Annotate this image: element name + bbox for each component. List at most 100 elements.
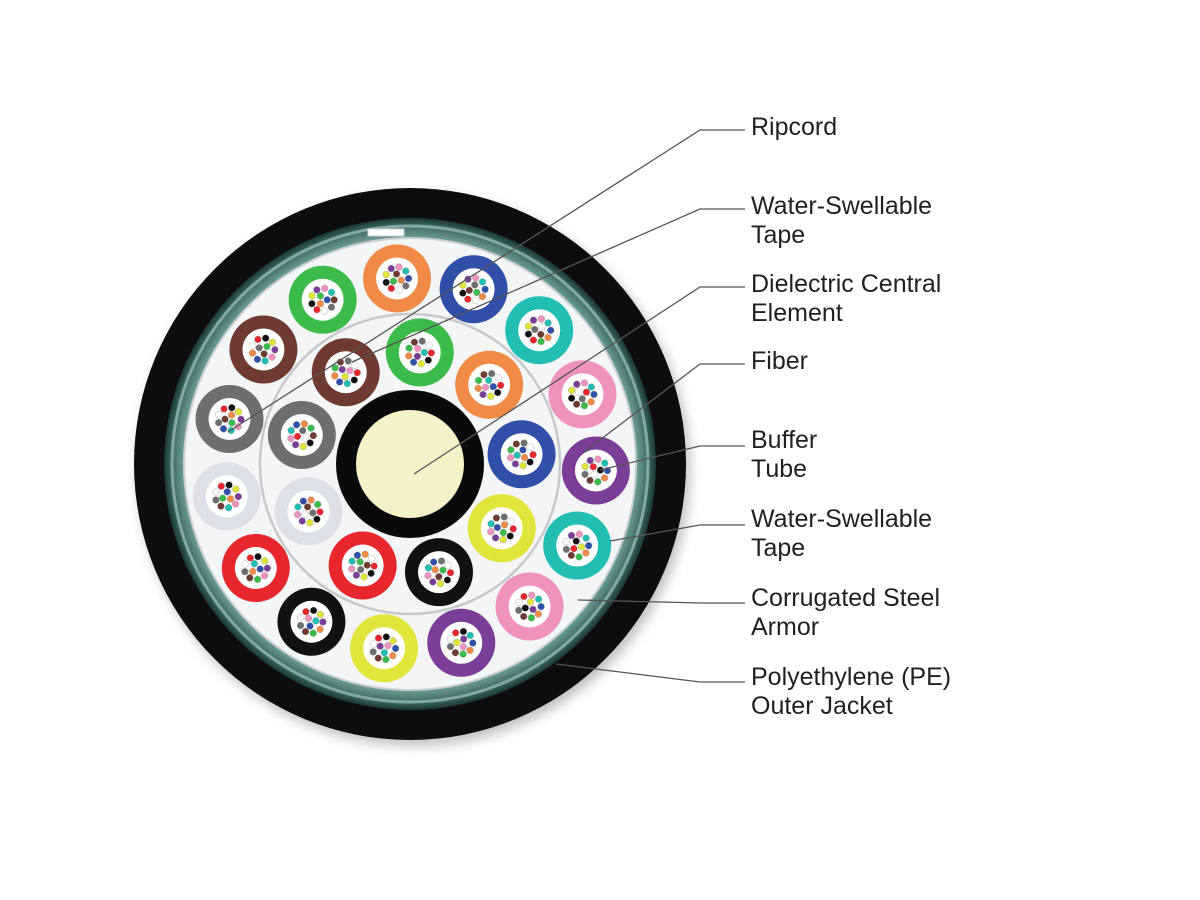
fiber <box>429 578 437 586</box>
fiber <box>254 553 262 561</box>
pe-outer-jacket-label: Polyethylene (PE)Outer Jacket <box>751 663 951 721</box>
fiber <box>215 411 223 419</box>
fiber <box>567 394 576 402</box>
fiber <box>316 508 324 516</box>
fiber <box>370 562 378 570</box>
fiber <box>424 571 432 580</box>
fiber <box>520 592 528 601</box>
fiber <box>414 344 422 353</box>
fiber <box>497 381 505 389</box>
fiber-leader-line <box>583 363 745 453</box>
fiber <box>494 389 502 397</box>
fiber <box>253 355 262 363</box>
fiber <box>492 514 501 522</box>
fiber <box>374 634 383 642</box>
fiber <box>488 370 496 378</box>
fiber <box>520 439 528 447</box>
buffer-tube-label-line: Tube <box>751 455 808 483</box>
fiber <box>590 390 598 399</box>
fiber <box>459 289 467 297</box>
fiber <box>382 278 390 287</box>
fiber <box>392 270 401 278</box>
fiber <box>301 627 310 636</box>
fiber <box>509 525 517 533</box>
fiber <box>292 441 300 449</box>
fiber <box>529 605 537 614</box>
fiber <box>367 569 375 577</box>
fiber <box>481 285 489 293</box>
buffer-tube <box>495 572 564 641</box>
fiber <box>336 378 344 386</box>
fiber <box>217 502 225 510</box>
buffer-tube <box>328 531 397 600</box>
fiber <box>301 510 309 518</box>
fiber <box>600 474 609 482</box>
dielectric-central-element-leader-line <box>413 286 745 475</box>
fiber <box>268 338 277 346</box>
buffer-tube <box>350 614 419 683</box>
fiber <box>306 622 314 630</box>
fiber <box>306 519 314 527</box>
fiber <box>294 503 302 511</box>
fiber <box>380 649 389 657</box>
fiber <box>293 432 302 441</box>
fiber <box>353 551 362 559</box>
fiber <box>492 534 500 542</box>
fiber <box>478 278 487 286</box>
fiber <box>520 453 529 462</box>
fiber <box>254 575 262 584</box>
fiber <box>427 349 435 357</box>
fiber <box>424 564 433 572</box>
fiber <box>478 293 487 301</box>
fiber <box>246 574 254 582</box>
fiber <box>395 263 403 271</box>
fiber <box>568 386 576 394</box>
cable-cross-section <box>134 188 686 740</box>
leader-lines <box>227 129 745 683</box>
buffer-tube <box>439 255 508 324</box>
fiber <box>356 558 364 566</box>
fiber <box>387 264 395 273</box>
armor-highlight <box>170 224 650 704</box>
fiber <box>226 495 235 503</box>
buffer-tube <box>277 587 346 656</box>
fiber <box>382 655 390 664</box>
fiber <box>466 631 474 640</box>
fiber <box>237 415 245 423</box>
fiber <box>507 454 515 462</box>
fiber <box>402 282 410 290</box>
water-swellable-tape-outer-label-line: Tape <box>751 534 806 562</box>
buffer-tube-label-line: Buffer <box>751 426 818 454</box>
fiber <box>248 349 257 357</box>
fiber <box>307 424 315 432</box>
fiber <box>464 295 472 303</box>
fiber <box>241 560 249 568</box>
fiber <box>321 307 329 315</box>
fiber <box>316 610 325 619</box>
fiber <box>418 337 426 345</box>
fiber <box>298 517 306 525</box>
buffer-tube <box>385 318 454 387</box>
fiber <box>225 481 233 489</box>
fiber <box>392 644 400 653</box>
fiber <box>500 513 508 521</box>
fiber <box>537 330 545 339</box>
buffer-tube-leader-line <box>599 445 745 471</box>
fiber <box>575 553 583 561</box>
fiber <box>567 531 576 540</box>
buffer-tube <box>467 494 536 563</box>
fiber <box>452 629 460 637</box>
fiber <box>439 566 447 574</box>
fiber <box>316 300 325 308</box>
fiber <box>376 642 384 650</box>
pe-outer-jacket-label-line: Polyethylene (PE) <box>751 663 952 691</box>
fiber <box>313 515 321 523</box>
fiber <box>507 517 515 525</box>
fiber <box>544 319 552 327</box>
fiber <box>287 426 295 435</box>
fiber <box>228 404 236 412</box>
fiber <box>472 274 480 282</box>
